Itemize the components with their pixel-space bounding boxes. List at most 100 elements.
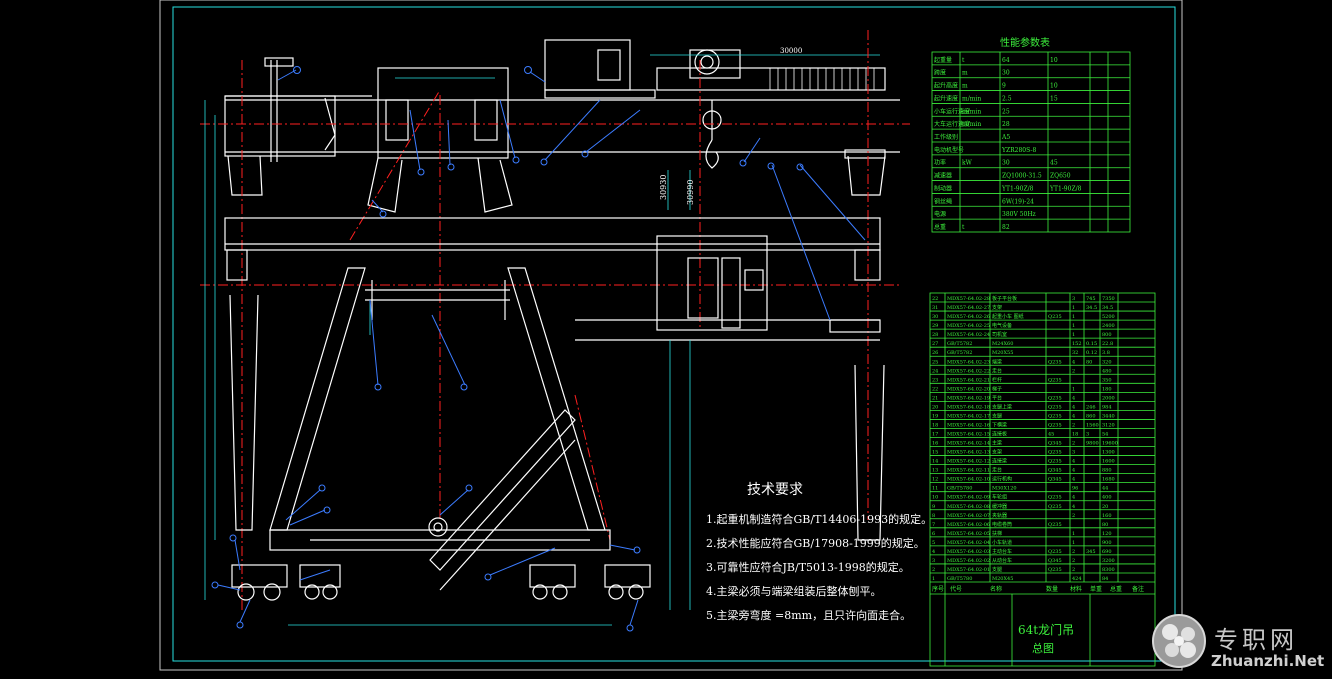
bom-cell: 2 <box>932 567 935 573</box>
top-view <box>224 39 900 213</box>
bom-cell: 28 <box>932 332 938 338</box>
bom-cell: 152 <box>1072 341 1082 347</box>
bom-cell: 平台 <box>992 394 1002 401</box>
perf-cell: 10 <box>1050 57 1058 64</box>
bom-cell: 电缆卷筒 <box>992 521 1012 528</box>
bom-cell: M30X120 <box>992 486 1017 492</box>
bom-cell: MDX57-64.02-11 <box>947 468 990 474</box>
perf-cell: 大车运行速度 <box>934 120 970 128</box>
bom-cell: 支腿 <box>992 412 1002 419</box>
bom-cell: 480 <box>1102 368 1112 374</box>
bom-cell: MDX57-64.02-09 <box>947 495 990 501</box>
bom-cell: 电气设备 <box>992 322 1012 329</box>
perf-cell: 总重 <box>934 223 946 231</box>
perf-cell: ZQ650 <box>1050 173 1071 180</box>
bom-cell: 21 <box>932 395 938 401</box>
bom-cell: 3 <box>1072 450 1075 456</box>
bom-cell: 下横梁 <box>992 421 1007 428</box>
perf-cell: A5 <box>1001 134 1010 141</box>
bom-cell: 支腿 <box>992 566 1002 573</box>
bom-cell: 350 <box>1102 377 1112 383</box>
balloons <box>211 66 804 632</box>
bom-cell: 15 <box>932 450 938 456</box>
inner-border <box>172 6 1176 662</box>
perf-cell: 起升速度 <box>934 94 958 102</box>
bom-cell: Q235 <box>1048 504 1062 510</box>
perf-cell: 2.5 <box>1002 95 1012 102</box>
bom-cell: 180 <box>1102 386 1112 392</box>
tech-item: 2.技术性能应符合GB/17908-1999的规定。 <box>706 536 925 550</box>
perf-cell: 380V 50Hz <box>1002 211 1036 218</box>
bom-cell: 4 <box>1072 404 1075 410</box>
bom-cell: 26 <box>932 350 938 356</box>
perf-cell: YT1-90Z/8 <box>1001 185 1034 192</box>
bom-cell: 16 <box>932 441 938 447</box>
bom-cell: 1 <box>1072 531 1075 537</box>
perf-cell: YZR280S-8 <box>1001 147 1036 154</box>
bom-cell: 4 <box>1072 359 1075 365</box>
bom-header-cell: 代号 <box>950 585 962 593</box>
bom-cell: 4 <box>932 549 935 555</box>
bom-cell: 1560 <box>1086 422 1099 428</box>
perf-cell: m/min <box>962 95 981 102</box>
bom-cell: 22 <box>932 296 938 302</box>
perf-cell: 电源 <box>934 210 946 218</box>
perf-cell: 30 <box>1002 160 1010 167</box>
perf-cell: 跨度 <box>934 69 946 77</box>
bom-cell: 1 <box>1072 314 1075 320</box>
bom-cell: 司机室 <box>992 331 1007 338</box>
bom-cell: 30 <box>932 314 938 320</box>
bom-cell: 19600 <box>1102 441 1118 447</box>
bom-cell: Q235 <box>1048 495 1062 501</box>
bom-cell: 2 <box>1072 368 1075 374</box>
bom-cell: 连接板 <box>992 431 1007 438</box>
bom-cell: MDX57-64.02-01 <box>947 567 990 573</box>
bom-cell: 13 <box>932 468 938 474</box>
bom-cell: MDX57-64.02-23 <box>947 359 990 365</box>
dim-top-span: 30000 <box>780 47 802 55</box>
bom-cell: 14 <box>932 459 938 465</box>
bom-cell: Q235 <box>1048 459 1062 465</box>
bom-cell: 9800 <box>1086 441 1099 447</box>
bom-cell: Q235 <box>1048 413 1062 419</box>
bom-cell: 夹轨器 <box>992 512 1007 519</box>
bom-cell: 扶梯 <box>992 530 1002 537</box>
bom-cell: 24 <box>932 368 938 374</box>
bom-cell: 8300 <box>1102 567 1115 573</box>
bom-cell: MDX57-64.02-28 <box>947 296 990 302</box>
bom-cell: 2 <box>1072 549 1075 555</box>
bom-cell: 1 <box>1072 386 1075 392</box>
bom-header: 序号代号名称数量材料单重总重备注 <box>932 585 1144 593</box>
bom-cell: 车轮组 <box>992 494 1007 501</box>
bom-cell: 22.8 <box>1102 341 1113 347</box>
bom-cell: 17 <box>932 432 938 438</box>
bom-cell: 栏杆 <box>992 376 1002 383</box>
bom-header-cell: 材料 <box>1070 585 1082 593</box>
perf-cell: 电动机型号 <box>934 146 964 154</box>
front-dims <box>204 100 691 626</box>
tech-item: 5.主梁旁弯度 =8mm，且只许向面走合。 <box>706 608 911 622</box>
bom-cell: 11 <box>932 486 938 492</box>
watermark-logo-icon <box>1152 614 1206 668</box>
bom-cell: 880 <box>1102 468 1112 474</box>
bom-cell: 18 <box>1072 432 1078 438</box>
perf-cell: t <box>962 224 965 231</box>
outer-border <box>159 0 1183 671</box>
bom-header-cell: 单重 <box>1090 585 1102 593</box>
bom-cell: 5 <box>932 540 935 546</box>
bom-cell: 1 <box>1072 540 1075 546</box>
bom-cell: Q235 <box>1048 549 1062 555</box>
bom-cell: 3120 <box>1102 422 1115 428</box>
bom-cell: MDX57-64.02-15 <box>947 432 990 438</box>
bom-cell: 支腿上梁 <box>992 403 1012 410</box>
bom-cell: 96 <box>1072 486 1078 492</box>
bom-cell: 9 <box>932 504 935 510</box>
front-view <box>224 217 885 601</box>
bom-cell: MDX57-64.02-04 <box>947 540 990 546</box>
bom-header-cell: 名称 <box>990 585 1002 593</box>
bom-cell: M20X55 <box>992 350 1013 356</box>
bom-cell: 3440 <box>1102 413 1115 419</box>
perf-cell: YT1-90Z/8 <box>1049 185 1082 192</box>
bom-cell: 4 <box>1072 495 1075 501</box>
